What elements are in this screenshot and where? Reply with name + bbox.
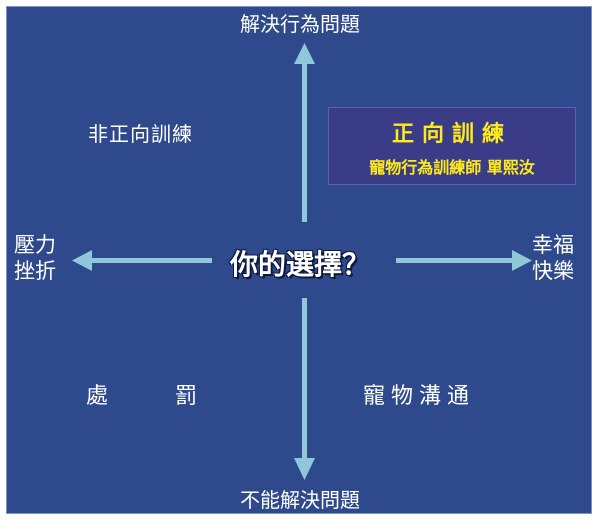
axis-label-left-line2: 挫折 [14, 259, 56, 283]
quadrant-label-bottom-left: 處 罰 [86, 384, 197, 409]
arrow-up-head [294, 43, 315, 64]
axis-label-left: 壓力 挫折 [14, 232, 56, 284]
axis-label-right: 幸福 快樂 [532, 232, 574, 284]
highlight-title: 正向訓練 [391, 122, 512, 147]
highlight-subtitle: 寵物行為訓練師 單熙汝 [369, 158, 535, 177]
center-question: 你的選擇？ [230, 248, 371, 281]
axis-label-left-line1: 壓力 [14, 233, 56, 257]
arrow-down-shaft [302, 298, 307, 458]
arrow-right-shaft [396, 258, 514, 263]
axis-label-right-line1: 幸福 [532, 233, 574, 257]
highlight-box: 正向訓練 寵物行為訓練師 單熙汝 [328, 107, 576, 185]
arrow-down-head [294, 458, 315, 480]
arrow-left-shaft [90, 258, 212, 263]
arrow-left-head [72, 250, 92, 271]
quadrant-label-bottom-right: 寵物溝通 [363, 384, 476, 409]
quadrant-label-top-left: 非正向訓練 [88, 122, 193, 146]
axis-label-bottom: 不能解決問題 [240, 488, 360, 512]
axis-label-top: 解決行為問題 [240, 12, 360, 36]
arrow-up-shaft [302, 62, 307, 222]
axis-label-right-line2: 快樂 [532, 259, 574, 283]
arrow-right-head [512, 250, 532, 271]
